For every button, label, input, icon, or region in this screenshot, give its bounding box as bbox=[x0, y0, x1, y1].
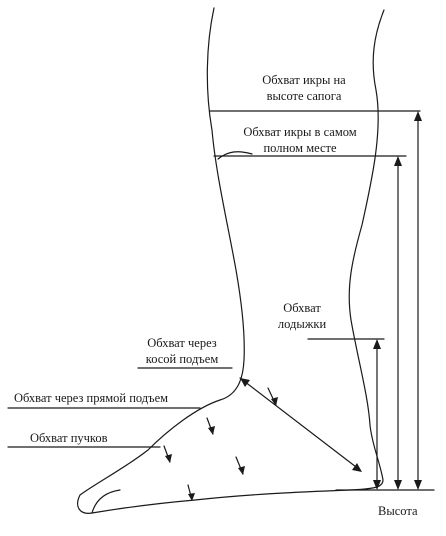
arrowhead-oblique-bottom bbox=[352, 463, 362, 472]
label-straight-instep: Обхват через прямой подъем bbox=[14, 391, 169, 405]
label-calf-full-line1: Обхват икры в самом bbox=[243, 125, 357, 139]
label-calf-boot-height: Обхват икры на высоте сапога bbox=[238, 72, 370, 104]
label-oblique-line2: косой подъем bbox=[145, 352, 219, 366]
label-calf-boot-line2: высоте сапога bbox=[266, 89, 342, 103]
label-ball: Обхват пучков bbox=[30, 431, 108, 445]
arrowhead-calf-full-bottom bbox=[394, 480, 402, 490]
label-ankle-line2: лодыжки bbox=[277, 317, 327, 331]
arrowhead-tick-2 bbox=[208, 426, 215, 435]
label-ankle-line1: Обхват bbox=[283, 301, 321, 315]
label-oblique-instep: Обхват через косой подъем bbox=[130, 335, 234, 367]
arrowhead-ankle-top bbox=[373, 339, 381, 349]
label-height: Высота bbox=[378, 504, 418, 518]
arrowhead-calf-boot-bottom bbox=[414, 480, 422, 490]
arrowhead-tick-1 bbox=[271, 397, 278, 406]
arrowhead-ankle-bottom bbox=[373, 480, 381, 490]
label-calf-full-line2: полном месте bbox=[263, 141, 337, 155]
oblique-instep-arrow bbox=[239, 377, 361, 471]
label-ankle: Обхват лодыжки bbox=[262, 300, 342, 332]
calf-skin-fold bbox=[217, 151, 253, 160]
arrowhead-tick-4 bbox=[238, 466, 245, 475]
arrowhead-calf-boot-top bbox=[414, 111, 422, 121]
arrowhead-calf-full-top bbox=[394, 156, 402, 166]
arrowhead-tick-3 bbox=[165, 454, 172, 463]
leg-front-outline bbox=[77, 7, 385, 514]
arrowhead-tick-5 bbox=[188, 493, 195, 501]
toe-contour bbox=[91, 489, 121, 514]
label-oblique-line1: Обхват через bbox=[147, 336, 217, 350]
label-calf-full: Обхват икры в самом полном месте bbox=[226, 124, 374, 156]
arrowhead-oblique-top bbox=[240, 378, 250, 387]
label-calf-boot-line1: Обхват икры на bbox=[262, 73, 346, 87]
